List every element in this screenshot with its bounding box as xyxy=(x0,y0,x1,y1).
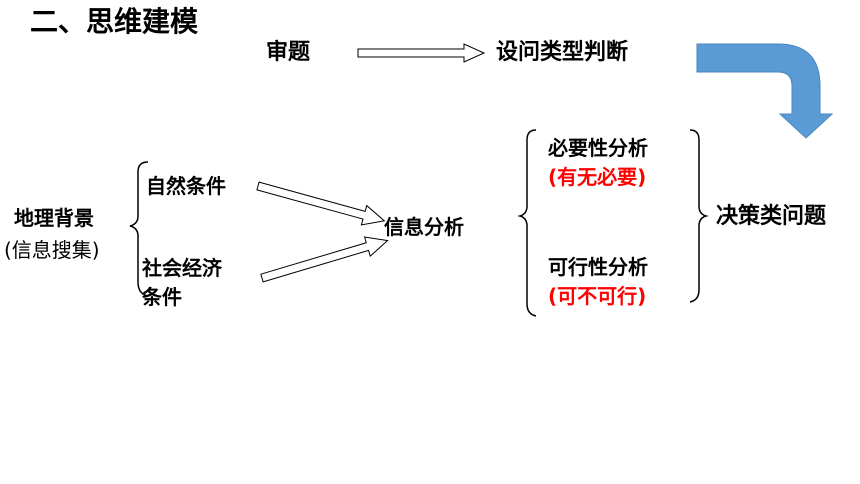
necessity-analysis-label: 必要性分析 xyxy=(548,136,648,160)
flow-arrow-question xyxy=(357,43,486,63)
arrow-natural-to-analysis xyxy=(256,181,386,226)
decision-problem-label: 决策类问题 xyxy=(716,204,827,229)
info-analysis-label: 信息分析 xyxy=(384,215,464,239)
analysis-brace-left xyxy=(517,129,537,317)
feasibility-note: (可不可行) xyxy=(548,284,647,308)
necessity-note: (有无必要) xyxy=(548,165,647,189)
left-brace xyxy=(129,161,149,297)
analysis-brace-right xyxy=(689,129,709,303)
feasibility-analysis-label: 可行性分析 xyxy=(548,255,648,279)
info-collection-label: (信息搜集) xyxy=(4,238,100,262)
geo-background-label: 地理背景 xyxy=(14,206,94,230)
section-title: 二、思维建模 xyxy=(30,5,199,38)
socioeconomic-label-line1: 社会经济 xyxy=(142,256,222,280)
curved-down-arrow xyxy=(696,43,834,139)
step-question-type: 设问类型判断 xyxy=(496,40,629,65)
arrow-social-to-analysis xyxy=(260,236,389,283)
natural-conditions-label: 自然条件 xyxy=(146,174,226,198)
socioeconomic-label-line2: 条件 xyxy=(142,285,182,309)
step-review-question: 审题 xyxy=(266,40,311,65)
